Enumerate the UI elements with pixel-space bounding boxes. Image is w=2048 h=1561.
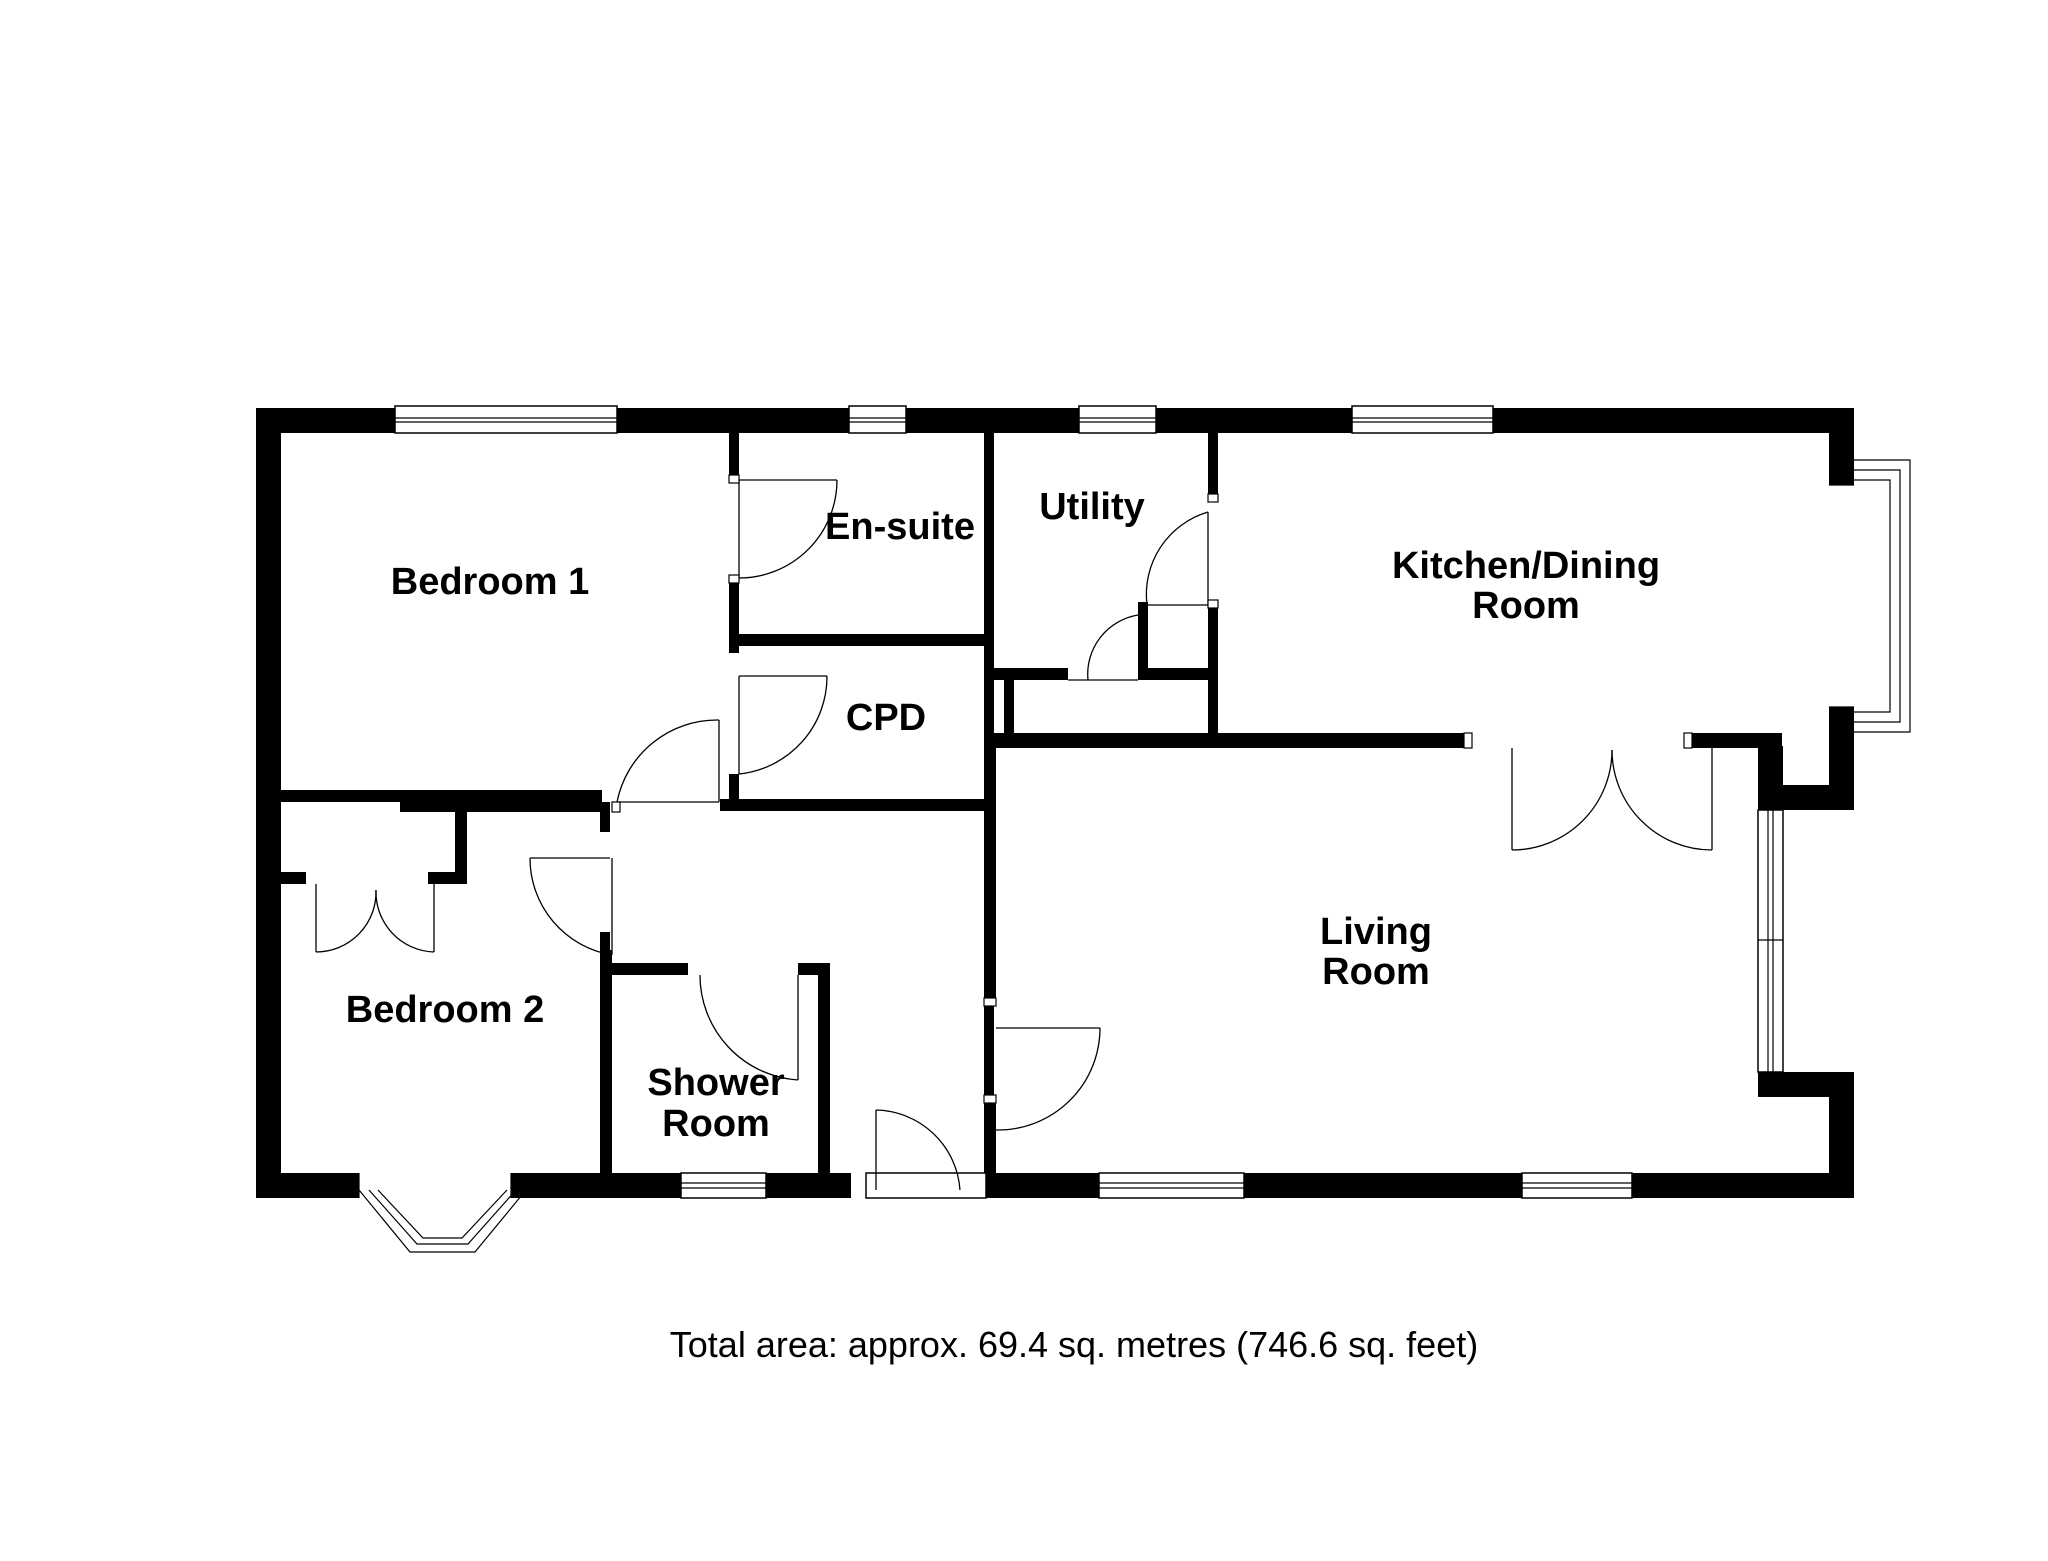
wall-kitchen-living-r	[1692, 733, 1782, 748]
wall-hall-living-top	[984, 733, 996, 998]
wall-kitchen-living	[994, 733, 1464, 748]
wall-utility-cupboard-r	[1145, 668, 1211, 680]
label-living-room-line1: Living	[1320, 911, 1432, 953]
wall-bed1-cpd-low	[729, 774, 739, 809]
wall-bed2-wardrobe	[455, 802, 467, 882]
total-area-caption: Total area: approx. 69.4 sq. metres (746…	[670, 1324, 1478, 1365]
label-utility: Utility	[1039, 486, 1145, 528]
label-kitchen-dining-line1: Kitchen/Dining	[1392, 545, 1660, 587]
window-kitchen-top	[1351, 405, 1494, 434]
window-living-side	[1757, 809, 1784, 1073]
wall-bottom-5	[1244, 1173, 1522, 1198]
doors	[315, 474, 1713, 1199]
window-shower	[680, 1172, 767, 1199]
wall-hall-living-low	[984, 1101, 996, 1181]
window-bedroom1	[394, 405, 618, 434]
front-door-threshold	[865, 1172, 987, 1199]
wall-left	[256, 408, 281, 1198]
wall-bed2-wardrobe-b	[428, 872, 467, 884]
wall-cpd-bottom	[720, 799, 990, 811]
wall-utility-cupboard-mid	[1138, 602, 1148, 680]
label-kitchen-dining-line2: Room	[1472, 585, 1580, 627]
wall-utility-kitchen-low	[1208, 606, 1218, 741]
wall-ensuite-cpd	[729, 634, 992, 646]
label-bedroom-2: Bedroom 2	[346, 989, 544, 1031]
window-ensuite	[848, 405, 907, 434]
wall-top-5	[1493, 408, 1854, 433]
wall-bed1-ensuite-low	[729, 578, 739, 653]
window-living-bottom-2	[1521, 1172, 1633, 1199]
windows	[358, 405, 1911, 1253]
wall-bed1-ensuite-top	[729, 430, 739, 475]
window-bedroom2-bay	[358, 1189, 527, 1253]
wall-bed1-bed2	[272, 790, 602, 802]
label-en-suite: En-suite	[825, 506, 975, 548]
wall-bottom-2	[511, 1173, 681, 1198]
wall-right-upper	[1829, 408, 1854, 485]
wall-bottom-1	[256, 1173, 359, 1198]
window-living-bottom-1	[1098, 1172, 1245, 1199]
window-kitchen-bay	[1854, 459, 1911, 733]
wall-utility-cupboard-side	[1004, 668, 1014, 738]
wall-bed2-wardrobe-l	[272, 872, 306, 884]
wall-shower-right	[818, 963, 830, 1178]
label-bedroom-1: Bedroom 1	[391, 561, 589, 603]
wall-hall-stub	[600, 802, 610, 832]
wall-top-4	[1156, 408, 1352, 433]
label-shower-room-line2: Room	[662, 1103, 770, 1145]
wall-bottom-6	[1632, 1173, 1854, 1198]
room-labels: Bedroom 1 En-suite CPD Utility Kitchen/D…	[346, 486, 1660, 1145]
window-utility	[1078, 405, 1157, 434]
wall-shower-top-l	[600, 963, 688, 975]
wall-top-3	[906, 408, 1079, 433]
label-cpd: CPD	[846, 697, 926, 739]
wall-bottom-3	[766, 1173, 851, 1198]
outer-walls	[256, 408, 1854, 1198]
interior-walls	[272, 430, 1782, 1181]
wall-bed2-shower	[600, 950, 612, 1180]
wall-top-2	[617, 408, 849, 433]
wall-bed2-shower-top	[600, 932, 610, 950]
label-shower-room-line1: Shower	[647, 1062, 784, 1104]
wall-bed2-hall-top	[400, 802, 602, 812]
wall-right-notch-v	[1758, 746, 1783, 810]
wall-utility-kitchen-top	[1208, 430, 1218, 494]
label-living-room-line2: Room	[1322, 951, 1430, 993]
wall-utility-cupboard-l	[992, 668, 1068, 680]
